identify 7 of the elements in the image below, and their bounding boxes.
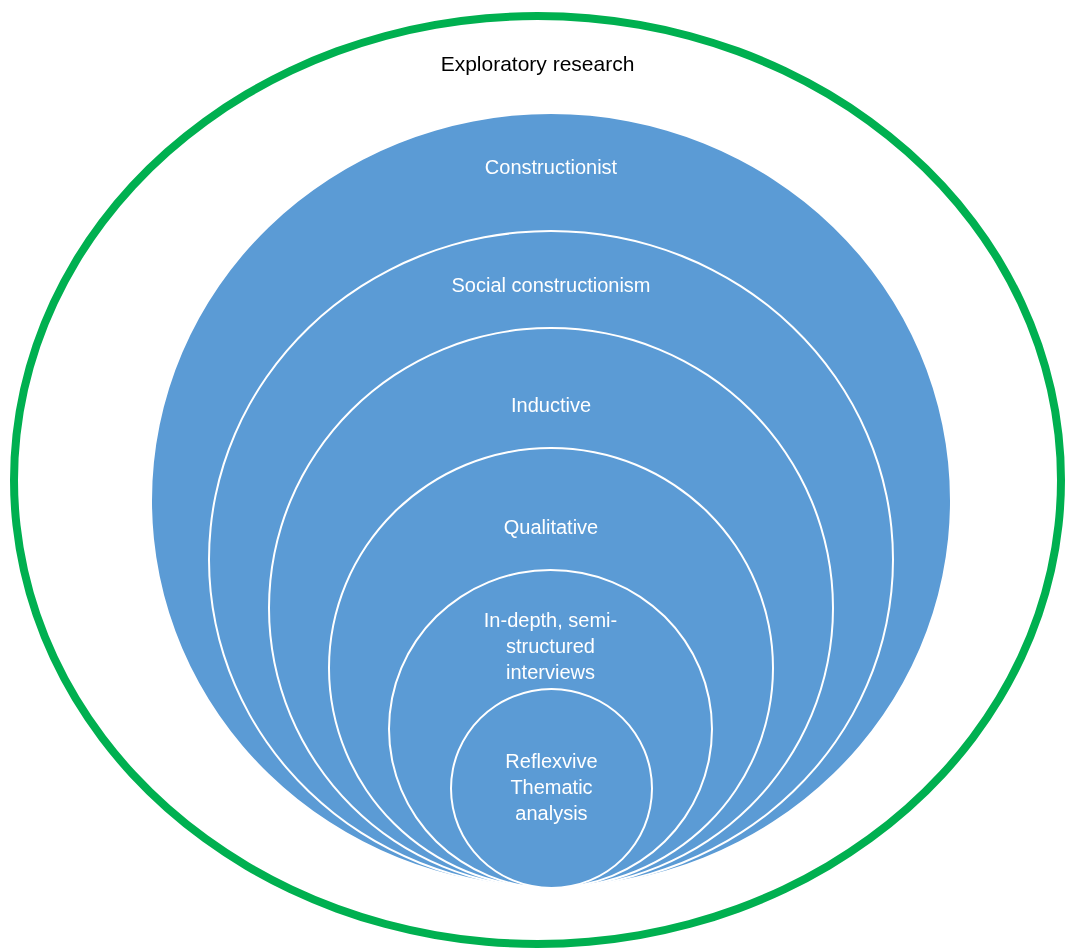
circle-label: Reflexvive Thematic analysis bbox=[504, 749, 599, 826]
circle-label: Exploratory research bbox=[440, 51, 635, 77]
circle-label: Constructionist bbox=[484, 155, 618, 180]
circle-label: Inductive bbox=[510, 393, 592, 418]
circle-label: In-depth, semi-structured interviews bbox=[482, 608, 619, 685]
circle-label: Social constructionism bbox=[451, 273, 651, 298]
circle-label: Qualitative bbox=[503, 515, 599, 540]
